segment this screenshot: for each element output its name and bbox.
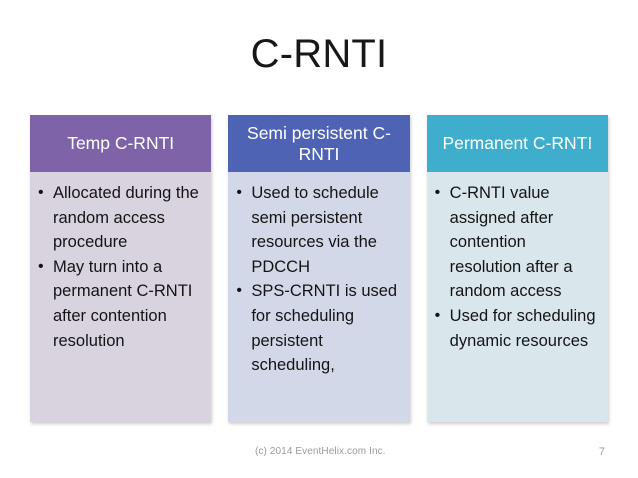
bullet-list: Allocated during the random access proce… — [36, 181, 203, 353]
columns-container: Temp C-RNTI Allocated during the random … — [30, 115, 608, 422]
slide-footer: (c) 2014 EventHelix.com Inc. 7 — [0, 446, 638, 466]
list-item: May turn into a permanent C-RNTI after c… — [36, 255, 203, 353]
copyright-text: (c) 2014 EventHelix.com Inc. — [255, 446, 386, 457]
column-temp-c-rnti: Temp C-RNTI Allocated during the random … — [30, 115, 212, 422]
column-semi-persistent-c-rnti: Semi persistent C-RNTI Used to schedule … — [228, 115, 410, 422]
bullet-list: C-RNTI value assigned after contention r… — [433, 181, 600, 353]
list-item: Used for scheduling dynamic resources — [433, 304, 600, 353]
bullet-list: Used to schedule semi persistent resourc… — [234, 181, 401, 378]
column-header-temp-c-rnti: Temp C-RNTI — [30, 115, 212, 172]
column-body-semi-persistent-c-rnti: Used to schedule semi persistent resourc… — [228, 172, 410, 422]
list-item: Allocated during the random access proce… — [36, 181, 203, 255]
column-body-temp-c-rnti: Allocated during the random access proce… — [30, 172, 212, 422]
page-number: 7 — [598, 446, 605, 458]
page-title: C-RNTI — [250, 32, 388, 76]
column-header-permanent-c-rnti: Permanent C-RNTI — [426, 115, 608, 172]
column-body-permanent-c-rnti: C-RNTI value assigned after contention r… — [426, 172, 608, 422]
column-permanent-c-rnti: Permanent C-RNTI C-RNTI value assigned a… — [426, 115, 608, 422]
column-header-semi-persistent-c-rnti: Semi persistent C-RNTI — [228, 115, 410, 172]
list-item: SPS-CRNTI is used for scheduling persist… — [234, 279, 401, 377]
list-item: C-RNTI value assigned after contention r… — [433, 181, 600, 304]
list-item: Used to schedule semi persistent resourc… — [234, 181, 401, 279]
